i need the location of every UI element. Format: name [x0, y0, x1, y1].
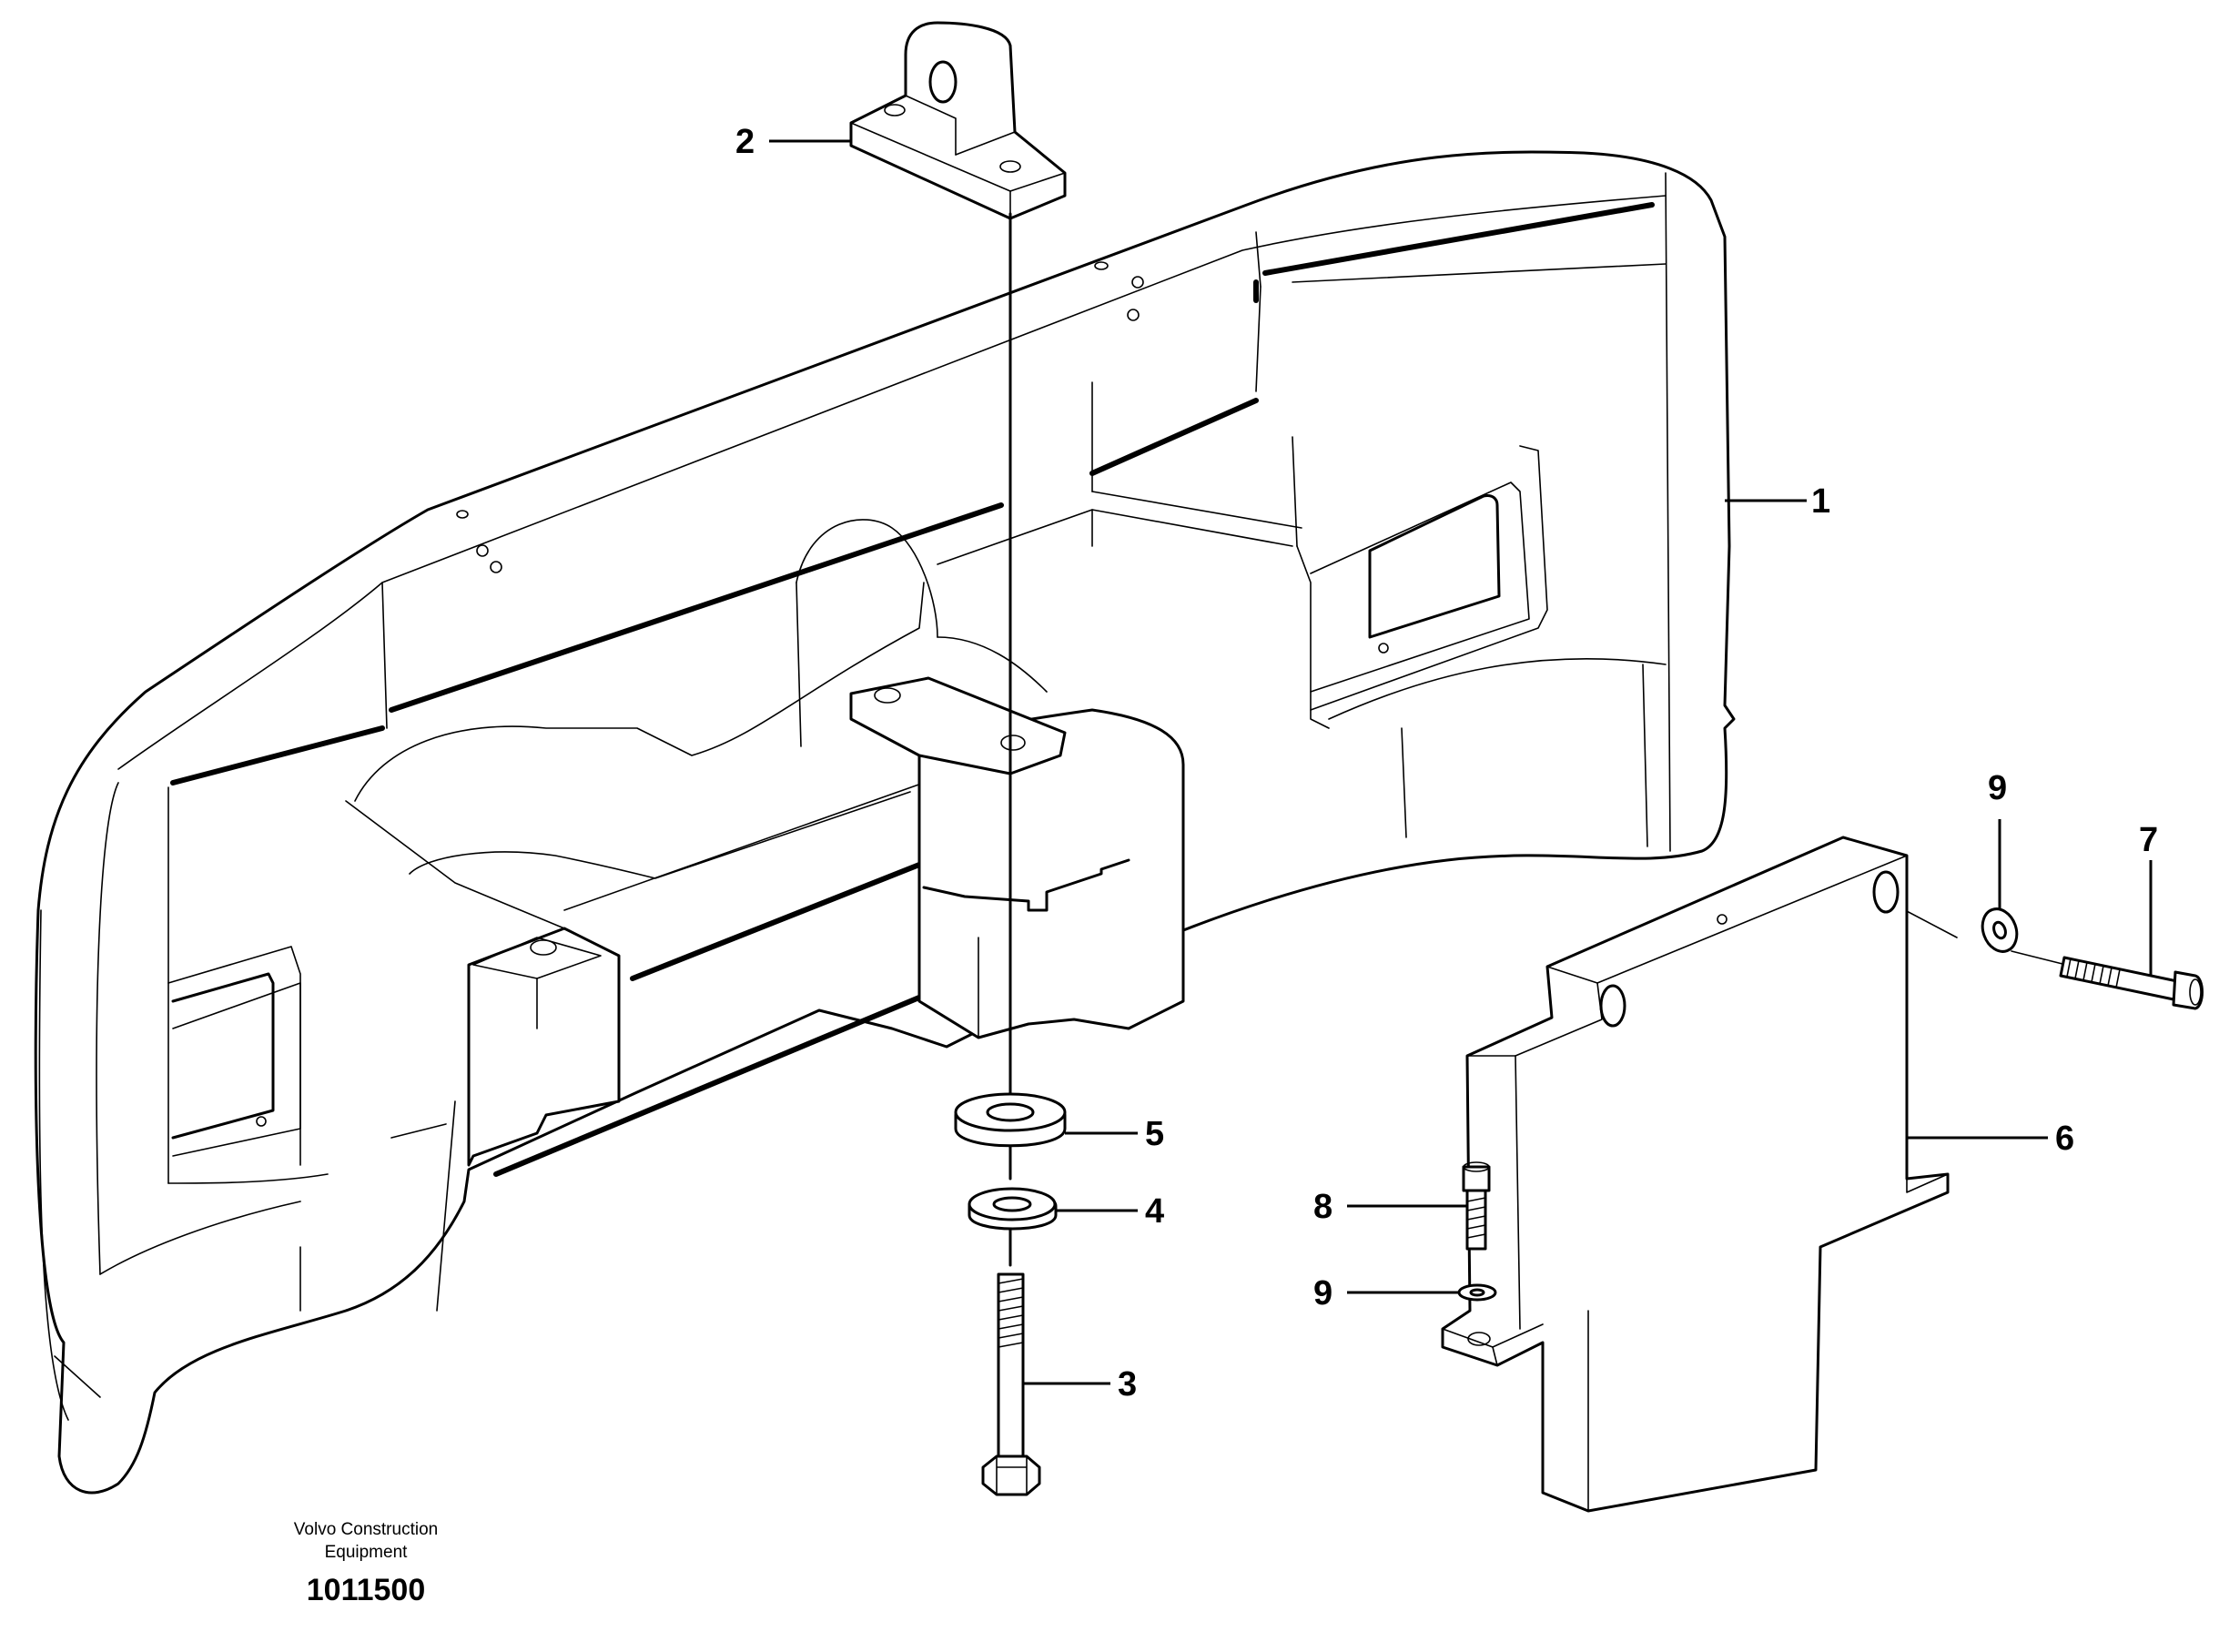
callout-labels: 1 2 3 4 5 6 7 8 9 9	[735, 123, 2158, 1404]
washer-part-5	[954, 1092, 1067, 1148]
company-name-line1: Volvo Construction	[294, 1520, 438, 1539]
callout-leaders	[769, 139, 2153, 1385]
screw-part-8	[1462, 1161, 1491, 1251]
callout-3: 3	[1118, 1365, 1137, 1404]
washer-part-9-lower	[1457, 1283, 1497, 1302]
drawing-number: 1011500	[307, 1573, 426, 1607]
callout-9-lower: 9	[1313, 1274, 1332, 1312]
callout-9-upper: 9	[1988, 769, 2007, 807]
callout-5: 5	[1145, 1115, 1164, 1153]
cover-plate-part-6	[1441, 836, 1950, 1513]
washer-part-9-upper	[1981, 907, 2019, 953]
diagram-footer: Volvo Construction Equipment 1011500	[294, 1520, 438, 1607]
callout-4: 4	[1145, 1192, 1164, 1231]
lifting-bracket-part-2	[849, 21, 1067, 220]
washer-part-4	[968, 1187, 1058, 1231]
callout-2: 2	[735, 123, 755, 161]
company-name-line2: Equipment	[325, 1543, 409, 1562]
screw-part-7	[2059, 956, 2204, 1010]
callout-7: 7	[2139, 821, 2158, 859]
callout-8: 8	[1313, 1188, 1332, 1226]
callout-6: 6	[2055, 1120, 2074, 1158]
callout-1: 1	[1811, 482, 1830, 521]
bolt-part-3	[981, 1272, 1041, 1496]
